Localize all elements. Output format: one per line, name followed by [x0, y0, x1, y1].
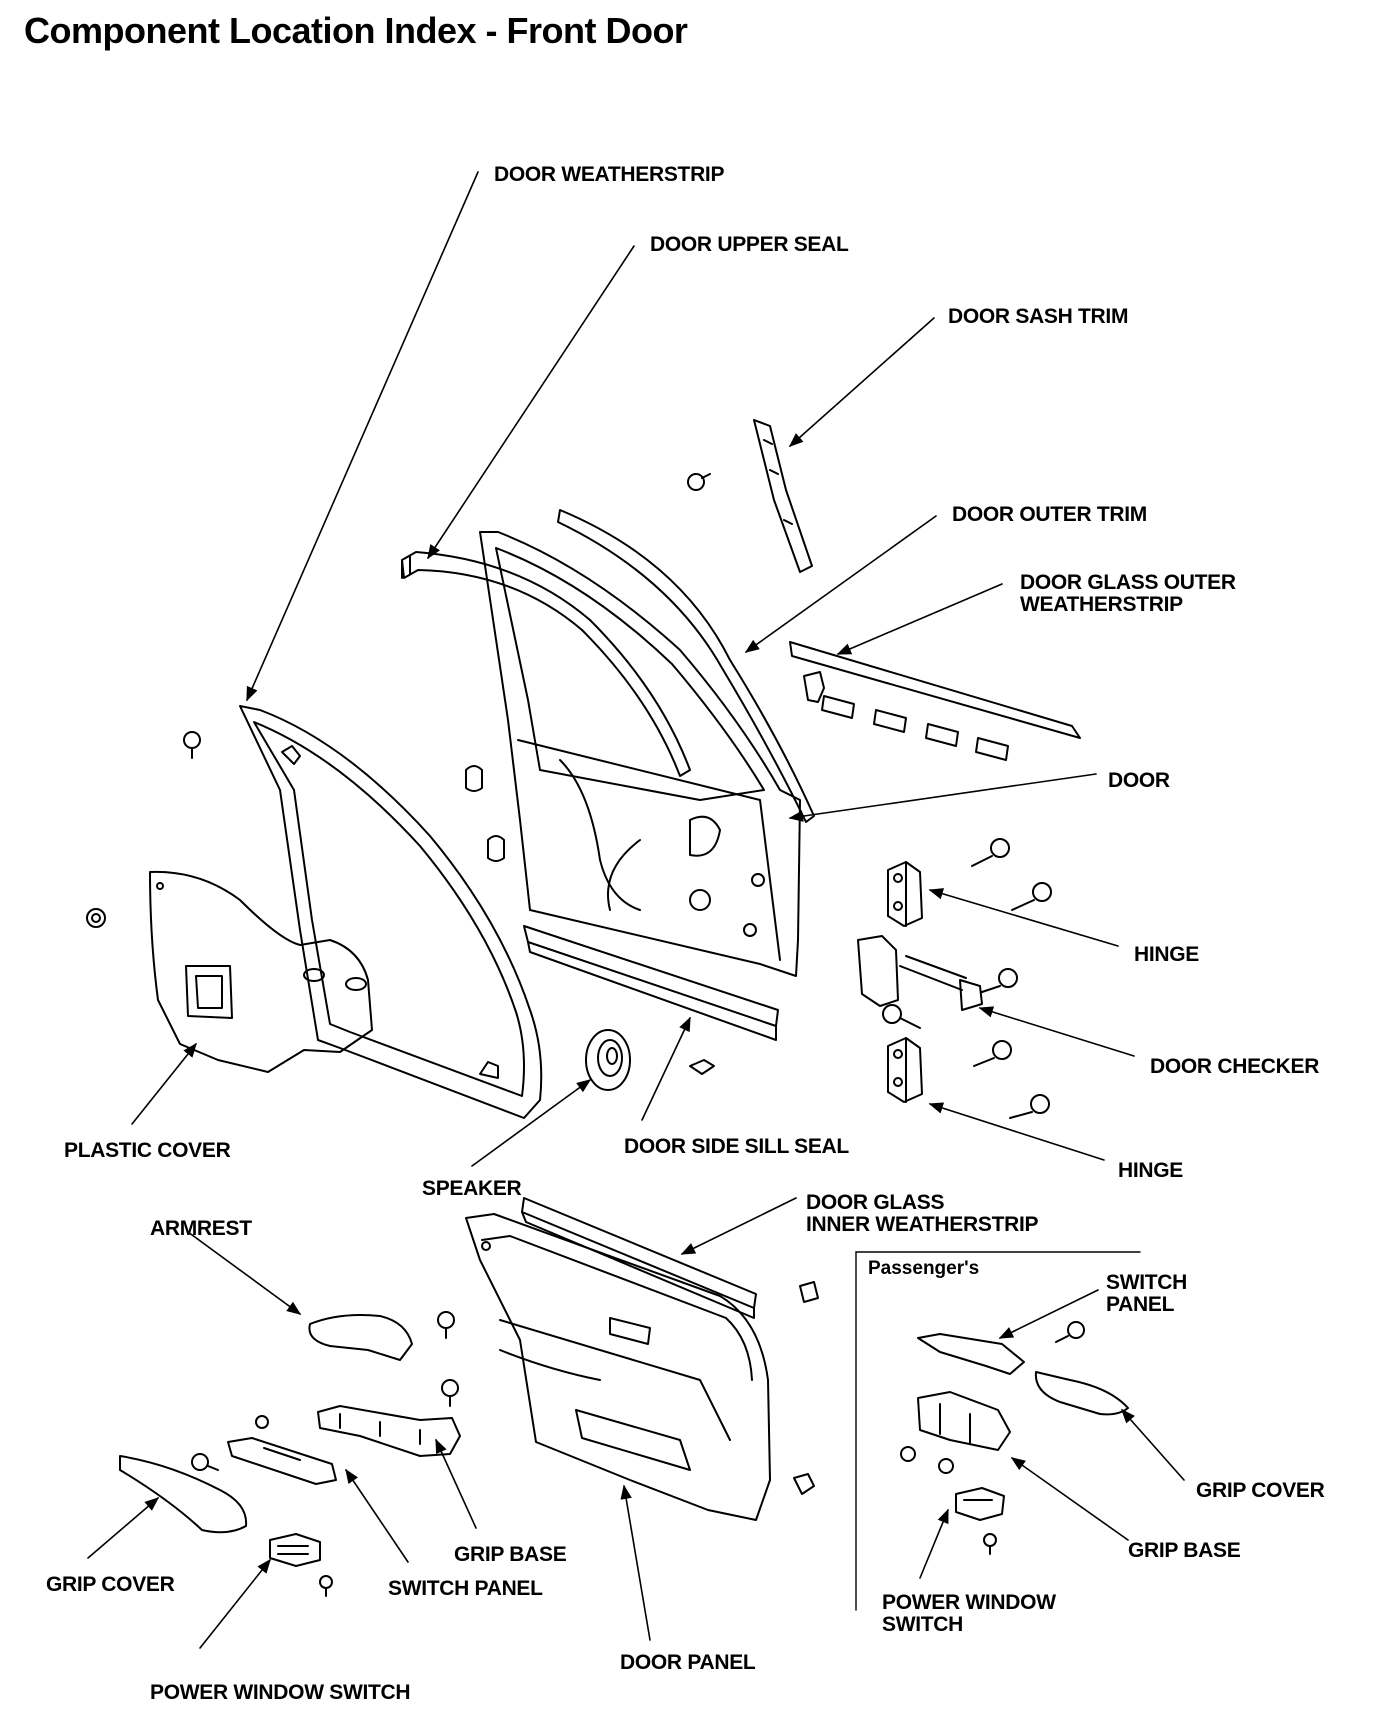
- label-door-glass-inner-weatherstrip: DOOR GLASS INNER WEATHERSTRIP: [806, 1191, 1039, 1236]
- label-door-panel: DOOR PANEL: [620, 1651, 756, 1674]
- label-line: DOOR GLASS OUTER: [1020, 571, 1236, 594]
- label-door-weatherstrip: DOOR WEATHERSTRIP: [494, 163, 725, 186]
- label-door: DOOR: [1108, 769, 1170, 792]
- label-plastic-cover: PLASTIC COVER: [64, 1139, 231, 1162]
- door-glass-inner-weatherstrip-part: [521, 1197, 757, 1319]
- plastic-cover-part: [86, 870, 373, 1073]
- label-grip-base-right: GRIP BASE: [1128, 1539, 1241, 1562]
- label-line: POWER WINDOW: [882, 1591, 1056, 1614]
- passenger-inset-frame: [855, 1251, 1141, 1611]
- label-hinge-upper: HINGE: [1134, 943, 1200, 966]
- speaker-part: [585, 1029, 631, 1091]
- inset-heading: Passenger's: [868, 1258, 980, 1279]
- door-side-sill-seal-part: [523, 925, 779, 1041]
- door-panel-part: [437, 1213, 819, 1521]
- label-door-glass-outer-weatherstrip: DOOR GLASS OUTER WEATHERSTRIP: [1020, 572, 1236, 616]
- label-line: DOOR GLASS: [806, 1191, 945, 1214]
- door-part: [479, 531, 801, 977]
- leader-lines: [87, 171, 1185, 1649]
- label-door-outer-trim: DOOR OUTER TRIM: [952, 503, 1147, 526]
- switch-panel-right-part: [917, 1321, 1085, 1375]
- door-weatherstrip-part: [239, 705, 543, 1119]
- grip-cover-right-part: [1034, 1371, 1129, 1416]
- label-grip-cover-right: GRIP COVER: [1196, 1479, 1325, 1502]
- grip-cover-left-part: [119, 1455, 248, 1534]
- door-glass-outer-weatherstrip-part: [789, 641, 1081, 761]
- label-door-upper-seal: DOOR UPPER SEAL: [650, 233, 849, 256]
- door-upper-seal-part: [401, 551, 691, 777]
- label-line: SWITCH: [882, 1613, 964, 1636]
- power-window-switch-right-part: [955, 1487, 1005, 1555]
- switch-panel-left-part: [191, 1437, 337, 1485]
- label-switch-panel-right: SWITCH PANEL: [1106, 1272, 1187, 1316]
- label-door-sash-trim: DOOR SASH TRIM: [948, 305, 1129, 328]
- label-line: PANEL: [1106, 1293, 1175, 1316]
- label-line: SWITCH: [1106, 1271, 1188, 1294]
- label-line: INNER WEATHERSTRIP: [806, 1213, 1039, 1236]
- label-armrest: ARMREST: [150, 1217, 252, 1240]
- armrest-part: [308, 1314, 413, 1361]
- label-switch-panel-left: SWITCH PANEL: [388, 1577, 543, 1600]
- door-sash-trim-part: [687, 419, 813, 573]
- label-grip-cover-left: GRIP COVER: [46, 1573, 175, 1596]
- grip-base-right-part: [900, 1391, 1011, 1474]
- door-outer-trim-part: [557, 509, 815, 823]
- page-title: Component Location Index - Front Door: [24, 10, 688, 51]
- label-door-side-sill-seal: DOOR SIDE SILL SEAL: [624, 1135, 849, 1158]
- hinge-upper-part: [887, 838, 1052, 927]
- door-checker-part: [857, 935, 1018, 1029]
- label-line: WEATHERSTRIP: [1020, 593, 1183, 616]
- power-window-switch-left-part: [269, 1533, 333, 1597]
- label-speaker: SPEAKER: [422, 1177, 522, 1200]
- grip-base-left-part: [255, 1405, 461, 1457]
- hinge-lower-part: [887, 1037, 1050, 1119]
- label-power-window-switch-left: POWER WINDOW SWITCH: [150, 1681, 411, 1704]
- label-power-window-switch-right: POWER WINDOW SWITCH: [882, 1592, 1056, 1636]
- label-hinge-lower: HINGE: [1118, 1159, 1184, 1182]
- label-grip-base-left: GRIP BASE: [454, 1543, 567, 1566]
- label-door-checker: DOOR CHECKER: [1150, 1055, 1320, 1078]
- clip-fasteners: [183, 731, 715, 1075]
